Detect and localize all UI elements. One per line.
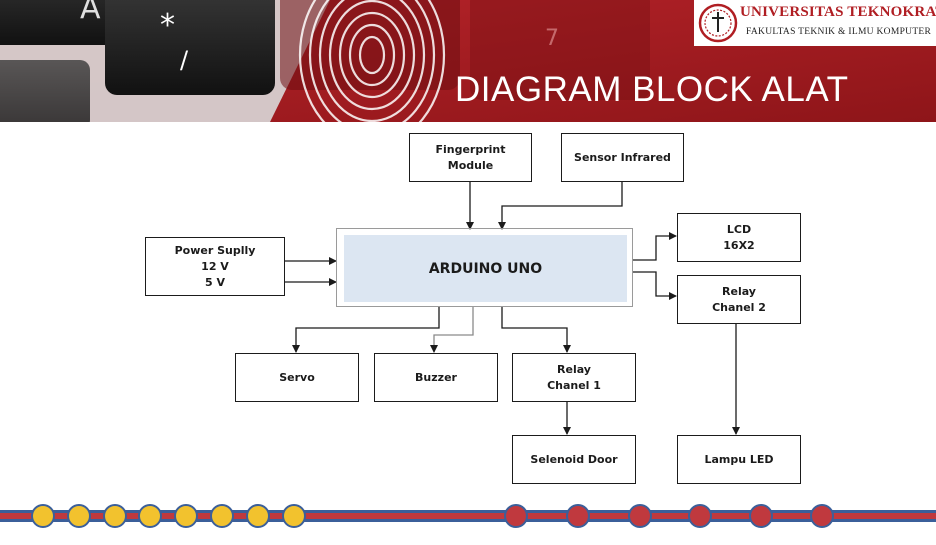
connector-lines [285, 182, 740, 435]
arrow-sensor-arduino [498, 182, 623, 230]
header-banner: A * / 7 UNIVERSITAS TEKNOKRAT INDONESIA … [0, 0, 936, 122]
bead-strip-graphic [0, 504, 936, 528]
relay-chanel-1-block: Relay Chanel 1 [512, 353, 636, 402]
faculty-name: FAKULTAS TEKNIK & ILMU KOMPUTER [746, 27, 932, 37]
fingerprint-graphic [298, 0, 446, 122]
arrow-arduino-relay2 [633, 271, 677, 300]
block-diagram: Fingerprint Module Sensor Infrared Power… [145, 130, 802, 486]
solenoid-door-block: Selenoid Door [512, 435, 636, 484]
fingerprint-module-block: Fingerprint Module [409, 133, 532, 182]
lampu-led-block: Lampu LED [677, 435, 801, 484]
keyboard-keys: A * / 7 [0, 0, 650, 122]
buzzer-block: Buzzer [374, 353, 498, 402]
footer-bead-strip [0, 490, 936, 540]
arrow-arduino-relay1 [501, 307, 571, 353]
slide-title: DIAGRAM BLOCK ALAT [455, 70, 849, 109]
university-name: UNIVERSITAS TEKNOKRAT INDONESIA [740, 4, 936, 20]
arduino-uno-block: ARDUINO UNO [344, 235, 627, 302]
arrow-arduino-lcd [633, 232, 677, 261]
lcd-block: LCD 16X2 [677, 213, 801, 262]
relay-chanel-2-block: Relay Chanel 2 [677, 275, 801, 324]
university-logo-box: UNIVERSITAS TEKNOKRAT INDONESIA FAKULTAS… [694, 0, 936, 46]
svg-text:7: 7 [545, 26, 559, 51]
svg-text:A: A [80, 0, 101, 26]
line-arduino-buzzer [430, 307, 474, 353]
power-supply-block: Power Suplly 12 V 5 V [145, 237, 285, 296]
svg-text:/: / [180, 46, 189, 74]
svg-text:*: * [160, 8, 175, 43]
arrow-arduino-servo [292, 307, 440, 353]
arduino-frame [336, 228, 633, 307]
servo-block: Servo [235, 353, 359, 402]
sensor-infrared-block: Sensor Infrared [561, 133, 684, 182]
university-seal-icon [698, 3, 738, 43]
